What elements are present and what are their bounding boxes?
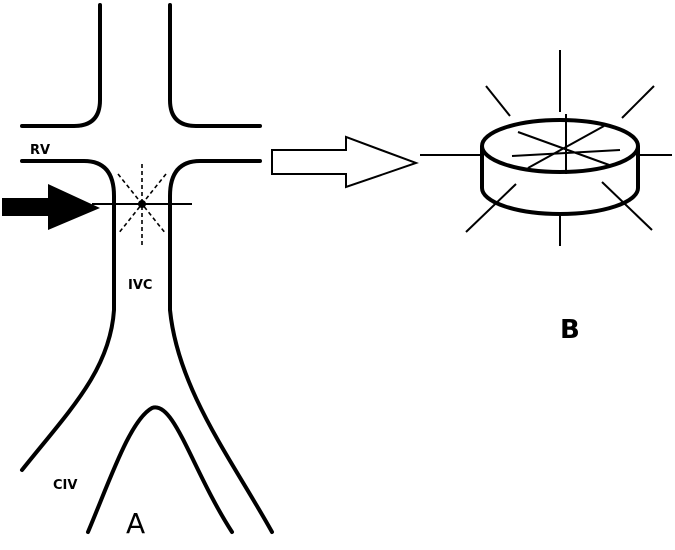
vessel-wall-upper-left: [20, 3, 102, 128]
vessel-wall-ivc-right: [168, 159, 274, 534]
panel-b-label: B: [560, 315, 580, 345]
label-ivc: IVC: [128, 278, 152, 293]
label-renal-vein: RV: [30, 143, 50, 158]
panel-a-vessel-outline: [20, 3, 274, 534]
disc-device-icon: [420, 50, 672, 246]
vessel-wall-bifurcation: [86, 405, 234, 534]
panel-a-label: A: [126, 507, 145, 540]
solid-pointer-arrow: [2, 184, 100, 230]
filter-position-star: [92, 164, 192, 246]
vessel-wall-ivc-left: [20, 159, 116, 472]
vessel-wall-upper-right: [168, 3, 262, 128]
label-civ: CIV: [53, 478, 77, 493]
open-transition-arrow: [271, 135, 419, 189]
